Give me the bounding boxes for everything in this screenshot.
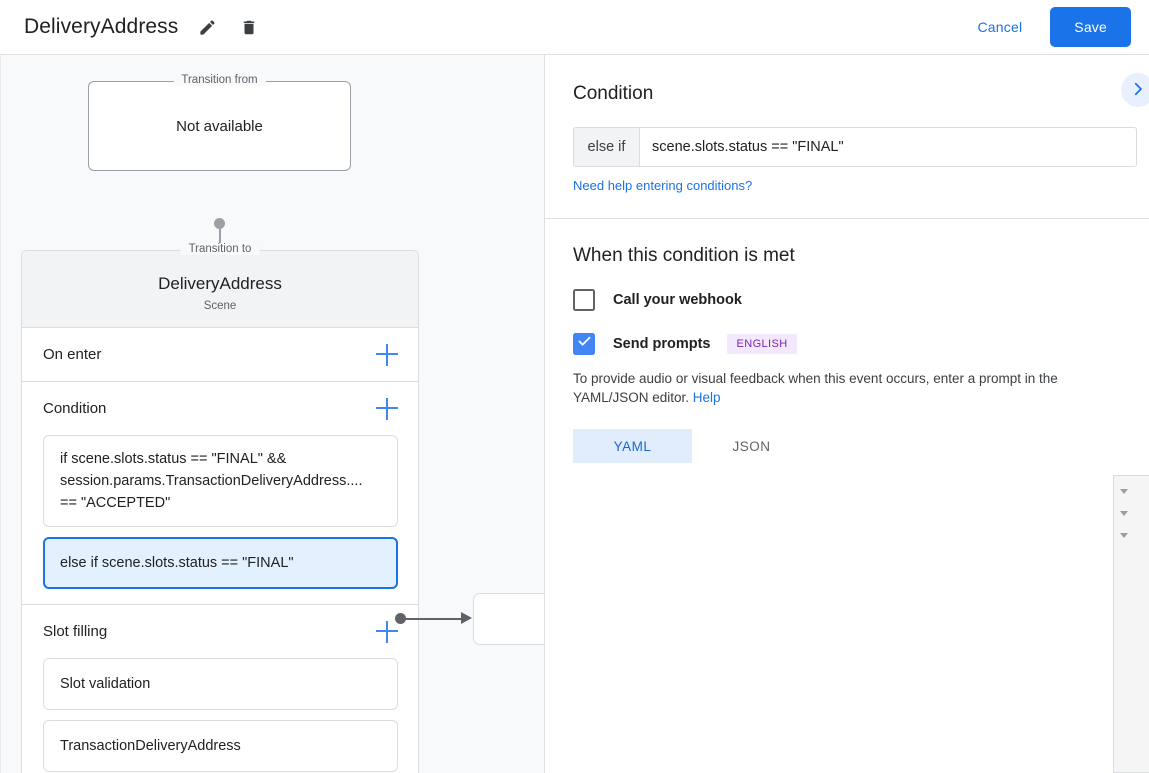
condition-list: if scene.slots.status == "FINAL" && sess…: [22, 435, 418, 604]
add-slot-filling-icon[interactable]: [376, 620, 398, 643]
gutter-line: 2: [1114, 504, 1149, 526]
editor-gutter: 1 2 3 4 5: [1114, 476, 1149, 772]
add-condition-icon[interactable]: [376, 397, 398, 420]
connector-arrow-out: [461, 612, 472, 624]
transition-from-value: Not available: [176, 117, 263, 135]
fold-toggle-icon[interactable]: [1120, 533, 1128, 538]
condition-help-link[interactable]: Need help entering conditions?: [573, 178, 753, 193]
fold-toggle-icon[interactable]: [1120, 511, 1128, 516]
transition-to-legend: Transition to: [180, 243, 260, 255]
gutter-line: 1: [1114, 482, 1149, 504]
trash-icon: [240, 18, 258, 37]
scene-type: Scene: [203, 300, 237, 312]
send-prompts-checkbox[interactable]: [573, 333, 595, 355]
call-webhook-label: Call your webhook: [613, 292, 742, 308]
edit-name-button[interactable]: [192, 12, 222, 42]
section-title-slot-filling: Slot filling: [43, 623, 108, 640]
panel-left-edge: [0, 55, 1, 773]
scene-name: DeliveryAddress: [158, 274, 282, 293]
when-condition-met-section: When this condition is met Call your web…: [545, 219, 1149, 463]
gutter-line: 4: [1114, 548, 1149, 570]
gutter-line: 3: [1114, 526, 1149, 548]
check-icon: [577, 334, 592, 354]
section-title-condition: Condition: [43, 400, 107, 417]
app-header: DeliveryAddress Cancel Save: [0, 0, 1149, 55]
section-on-enter: On enter: [22, 328, 418, 382]
tab-yaml[interactable]: YAML: [573, 429, 692, 463]
prompts-help-link[interactable]: Help: [692, 390, 721, 405]
webhook-row[interactable]: Call your webhook: [573, 289, 1149, 311]
connector-dot-out: [395, 613, 406, 624]
condition-section: Condition else if Need help entering con…: [545, 55, 1149, 219]
header-actions: Cancel Save: [962, 7, 1149, 47]
scene-graph-panel: Transition from Not available Transition…: [0, 55, 545, 773]
add-on-enter-icon[interactable]: [376, 343, 398, 366]
send-prompts-row[interactable]: Send prompts ENGLISH: [573, 333, 1149, 355]
condition-item[interactable]: if scene.slots.status == "FINAL" && sess…: [43, 435, 398, 527]
section-slot-filling: Slot filling Slot validation Transaction…: [22, 605, 418, 773]
page-title: DeliveryAddress: [24, 15, 179, 38]
scene-card-header[interactable]: DeliveryAddress Scene: [22, 251, 418, 328]
gutter-line: 5: [1114, 570, 1149, 592]
save-button[interactable]: Save: [1050, 7, 1131, 47]
when-met-heading: When this condition is met: [573, 245, 795, 266]
transition-to-card: Transition to DeliveryAddress Scene On e…: [21, 243, 419, 773]
transition-from-card[interactable]: Transition from Not available: [88, 74, 351, 171]
condition-expression-input[interactable]: [640, 128, 1136, 166]
condition-input-row: else if: [573, 127, 1137, 167]
section-header-on-enter: On enter: [22, 328, 418, 381]
language-badge: ENGLISH: [727, 334, 797, 354]
prompts-hint-text: To provide audio or visual feedback when…: [573, 371, 1058, 405]
tab-json[interactable]: JSON: [692, 429, 811, 463]
collapse-panel-button[interactable]: [1121, 73, 1149, 107]
section-header-slot-filling: Slot filling: [22, 605, 418, 658]
condition-prefix-label: else if: [574, 128, 640, 166]
call-webhook-checkbox[interactable]: [573, 289, 595, 311]
condition-item-selected[interactable]: else if scene.slots.status == "FINAL": [43, 537, 398, 589]
section-header-condition: Condition: [22, 382, 418, 435]
connector-line-out: [405, 618, 466, 620]
slot-filling-item[interactable]: Slot validation: [43, 658, 398, 710]
target-node-card[interactable]: [473, 593, 544, 645]
prompts-hint: To provide audio or visual feedback when…: [573, 369, 1121, 407]
slot-filling-list: Slot validation TransactionDeliveryAddre…: [22, 658, 418, 773]
send-prompts-label: Send prompts: [613, 336, 711, 352]
condition-heading: Condition: [573, 83, 654, 104]
slot-filling-item[interactable]: TransactionDeliveryAddress: [43, 720, 398, 772]
chevron-right-icon: [1129, 80, 1147, 101]
yaml-editor[interactable]: 1 2 3 4 5 candidates: -: [1113, 475, 1149, 773]
delete-button[interactable]: [234, 12, 264, 42]
pencil-icon: [198, 18, 217, 37]
condition-detail-panel: Condition else if Need help entering con…: [545, 55, 1149, 773]
transition-from-legend: Transition from: [173, 74, 266, 86]
main-content: Transition from Not available Transition…: [0, 55, 1149, 773]
cancel-button[interactable]: Cancel: [962, 9, 1039, 45]
fold-toggle-icon[interactable]: [1120, 489, 1128, 494]
editor-format-tabs: YAML JSON: [573, 429, 1149, 463]
section-title-on-enter: On enter: [43, 346, 102, 363]
section-condition: Condition if scene.slots.status == "FINA…: [22, 382, 418, 605]
